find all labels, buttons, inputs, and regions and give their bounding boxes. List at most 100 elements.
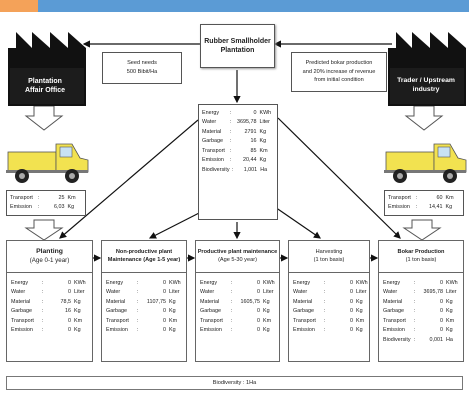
- kv-key: Biodiversity: [202, 166, 230, 173]
- kv-unit: Kg: [169, 308, 176, 315]
- arrow-total-to-harvesting: [271, 204, 321, 239]
- plantation-office-line2: Affair Office: [24, 87, 66, 94]
- kv-value: 0: [350, 327, 353, 334]
- truck-icon: [384, 143, 467, 183]
- kv-unit: Kg: [263, 327, 270, 334]
- kv-value: 14,41: [428, 204, 443, 211]
- upstream-label: Trader / Upstream industry: [388, 68, 464, 104]
- truck-icon: [6, 143, 89, 183]
- kv-key: Material: [11, 298, 31, 305]
- kv-value: 0: [440, 298, 443, 305]
- stage-title: Bokar Production: [397, 248, 445, 255]
- kv-value: 0: [68, 280, 71, 286]
- kv-unit: Kg: [74, 308, 81, 315]
- kv-unit: Kg: [74, 327, 81, 334]
- kv-unit: Km: [259, 147, 268, 154]
- upstream-line2: industry: [412, 86, 440, 93]
- kv-key: Transport: [293, 317, 316, 324]
- kv-value: 0: [253, 110, 257, 116]
- stage-nonproductive-maintenance: Non-productive plant Maintenance (Age 1-…: [101, 240, 187, 362]
- kv-key: Energy: [383, 280, 401, 286]
- upstream-line1: Trader / Upstream: [397, 77, 455, 85]
- plantation-office-line1: Plantation: [28, 77, 62, 85]
- kv-unit: KWh: [356, 280, 368, 286]
- stage-header: Planting (Age 0-1 year): [7, 241, 92, 273]
- kv-key: Biodiversity: [383, 336, 411, 343]
- kv-unit: Km: [445, 195, 454, 201]
- seed-needs-note: Seed needs 500 Bibit/Ha: [102, 52, 182, 84]
- kv-value: 0: [350, 298, 353, 305]
- kv-key: Water: [106, 289, 121, 296]
- kv-value: 0: [68, 327, 71, 334]
- kv-key: Water: [11, 289, 26, 296]
- kv-unit: Ha: [260, 166, 268, 173]
- kv-value: 0: [350, 308, 353, 315]
- kv-value: 16: [250, 138, 257, 145]
- stage-subtitle: (Age 5-30 year): [218, 256, 257, 263]
- kv-unit: Kg: [356, 298, 363, 305]
- kv-key: Emission: [200, 327, 222, 334]
- smallholder-box: Rubber Smallholder Plantation: [200, 24, 275, 68]
- kv-unit: Kg: [263, 308, 270, 315]
- stage-title: Harvesting: [315, 248, 343, 255]
- kv-key: Energy: [293, 280, 311, 286]
- kv-unit: Kg: [263, 298, 270, 305]
- kv-key: Transport: [383, 317, 406, 324]
- kv-unit: Kg: [356, 308, 363, 315]
- kv-value: 0: [163, 317, 166, 324]
- prediction-line1: Predicted bokar production: [305, 60, 373, 67]
- kv-key: Transport: [388, 195, 411, 201]
- kv-unit: Kg: [169, 327, 176, 334]
- down-arrow-left-lower: [24, 219, 64, 241]
- kv-key: Material: [200, 298, 220, 305]
- biodiversity-footer: Biodiversity : 1Ha: [6, 376, 463, 390]
- kv-value: 3695,78: [236, 119, 257, 126]
- stage-header: Harvesting (1 ton basis): [289, 241, 369, 273]
- kv-value: 0: [350, 317, 353, 324]
- kv-value: 0: [257, 317, 260, 324]
- kv-value: 20,44: [242, 157, 257, 164]
- kv-key: Transport: [202, 147, 225, 154]
- kv-key: Garbage: [106, 308, 127, 315]
- kv-value: 1605,75: [240, 298, 261, 305]
- prediction-line3: from initial condition: [314, 77, 364, 84]
- seed-needs-line1: Seed needs: [127, 60, 157, 67]
- kv-value: 25: [58, 195, 65, 201]
- kv-value: 2791: [244, 128, 257, 135]
- kv-key: Transport: [11, 317, 34, 324]
- kv-unit: Kg: [67, 204, 75, 211]
- kv-key: Emission: [10, 204, 32, 211]
- down-arrow-left: [24, 105, 64, 131]
- kv-unit: Km: [263, 317, 272, 324]
- down-arrow-right: [404, 105, 444, 131]
- kv-key: Emission: [106, 327, 128, 334]
- kv-value: 85: [250, 147, 257, 154]
- kv-value: 0: [257, 289, 260, 296]
- kv-unit: KWh: [446, 280, 458, 286]
- smallholder-line2: Plantation: [220, 47, 255, 54]
- kv-unit: Kg: [446, 308, 453, 315]
- kv-unit: Kg: [446, 327, 453, 334]
